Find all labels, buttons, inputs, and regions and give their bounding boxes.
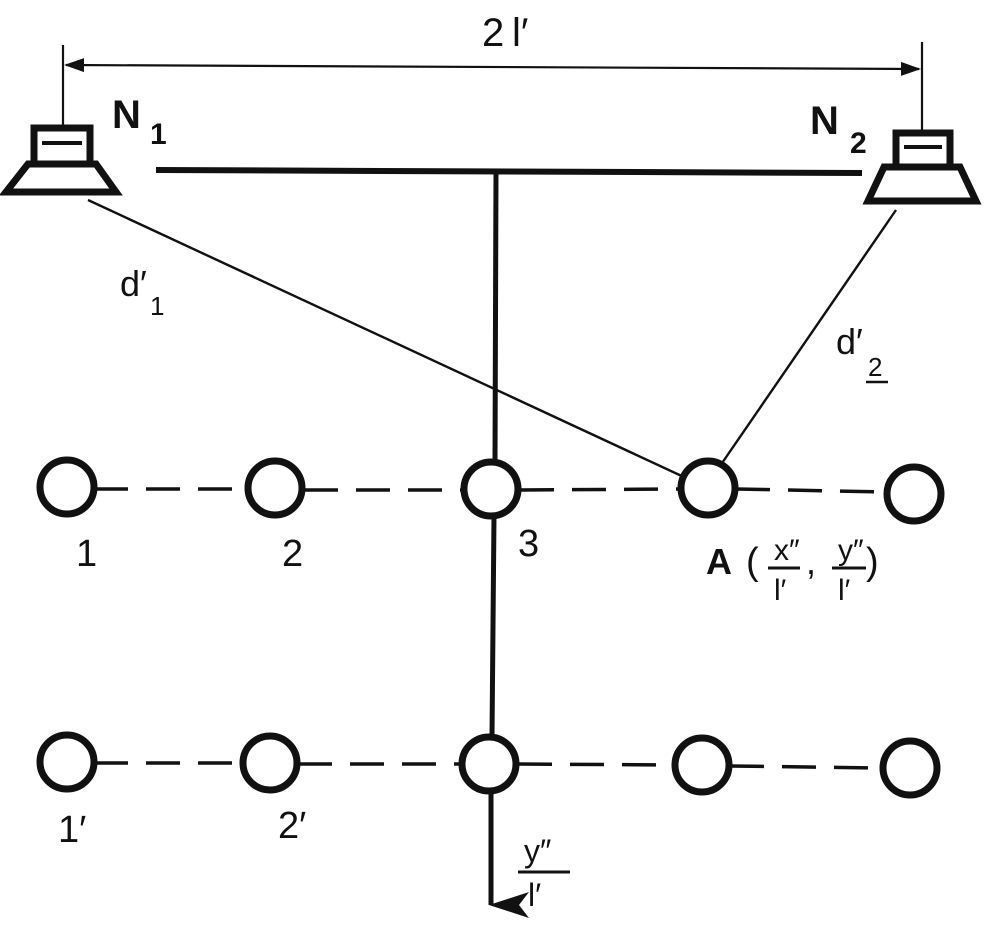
speaker-n2: N 2: [810, 99, 982, 205]
fraction-x-denominator: l′: [774, 574, 787, 607]
row1-connector: [519, 487, 679, 492]
seat-row-1: 1 2 3 A ( x″ l′ , y″ l′ ): [36, 456, 945, 607]
seat-2-prime-label: 2′: [278, 805, 306, 847]
seat-1: [36, 456, 98, 518]
fraction-y-denominator: l′: [838, 574, 851, 607]
seat-3-label: 3: [518, 523, 539, 565]
distance-d2-label: d′: [836, 321, 863, 362]
center-axis-upper: [492, 171, 499, 463]
seat-1-prime: [36, 731, 98, 793]
row2-connector: [517, 762, 673, 767]
axis-label-numerator: y″: [524, 833, 551, 869]
center-axis-lower: [489, 515, 497, 737]
distance-d1-label: d′: [120, 263, 147, 304]
seat-2: [244, 457, 306, 519]
distance-line-d1: [87, 198, 687, 480]
seat-1-label: 1: [76, 533, 97, 575]
speaker-n1: N 1: [0, 93, 167, 196]
seat-1-prime-label: 1′: [58, 809, 86, 851]
axis-label-denominator: l′: [528, 877, 541, 913]
stage-line: [155, 167, 863, 176]
y-axis-label: y″ l′: [518, 833, 570, 913]
fraction-x-numerator: x″: [774, 534, 800, 567]
seat-3-prime: [458, 733, 520, 795]
distance-d1-subscript: 1: [150, 291, 164, 321]
width-label-symbol: l′: [512, 11, 528, 55]
seat-2-label: 2: [282, 533, 303, 575]
paren-close: ): [866, 541, 879, 583]
row1-connector: [735, 487, 887, 494]
seat-4-prime: [671, 734, 733, 796]
row2-connector: [729, 764, 883, 770]
speaker-n2-name: N: [810, 99, 839, 143]
paren-open: (: [746, 541, 759, 583]
coord-comma: ,: [806, 541, 816, 582]
speaker-n1-subscript: 1: [150, 118, 167, 151]
width-dimension: 2 l′: [61, 11, 924, 130]
seat-2-prime: [239, 732, 301, 794]
seat-5-prime: [879, 737, 941, 799]
point-a-label: A: [706, 541, 732, 582]
distance-line-d2: [719, 209, 897, 467]
fraction-y-numerator: y″: [838, 534, 864, 567]
seat-5: [883, 463, 945, 525]
speaker-n1-name: N: [112, 93, 141, 137]
speaker-n2-subscript: 2: [850, 127, 867, 160]
dimension-arrow: [64, 58, 921, 76]
loudspeaker-icon: [0, 124, 123, 196]
loudspeaker-icon: [862, 129, 982, 205]
width-label-number: 2: [482, 11, 504, 55]
distance-d2-subscript: 2: [868, 352, 882, 382]
seat-3: [460, 458, 522, 520]
point-a-coordinates: A ( x″ l′ , y″ l′ ): [706, 534, 879, 607]
seat-row-2: 1′ 2′: [36, 731, 941, 851]
seat-point-a: [677, 457, 739, 519]
